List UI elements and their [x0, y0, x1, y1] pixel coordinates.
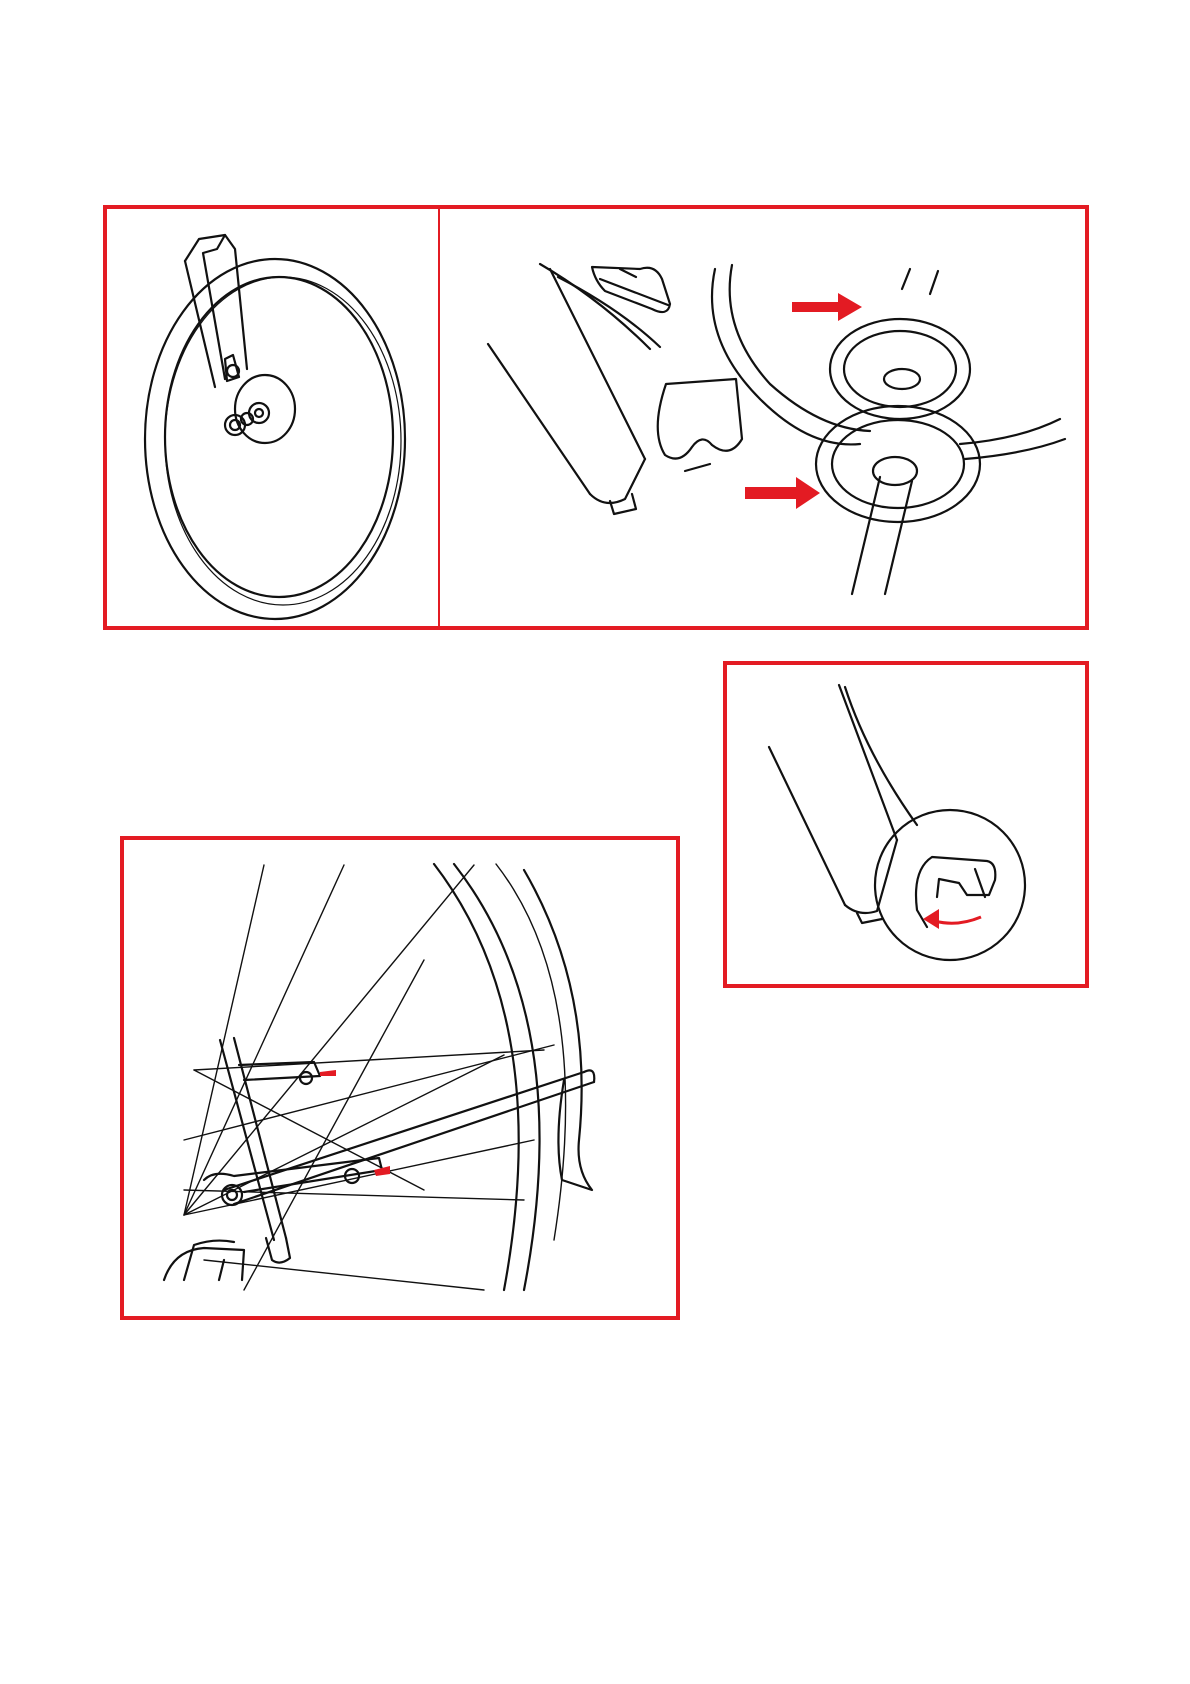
axle-nut-icon	[440, 209, 1089, 630]
fender-stay-icon	[124, 840, 680, 1320]
bicycle-front-wheel-icon	[107, 209, 440, 630]
dropout-clip-icon	[727, 665, 1089, 988]
arrow-right-upper	[792, 293, 862, 321]
arrow-right-lower	[745, 477, 820, 509]
figure-fender-stay	[120, 836, 680, 1320]
marker-arrow-upper	[320, 1070, 336, 1076]
figure-front-wheel	[103, 205, 440, 630]
figure-axle-detail	[438, 205, 1089, 630]
figure-dropout-zoom	[723, 661, 1089, 988]
